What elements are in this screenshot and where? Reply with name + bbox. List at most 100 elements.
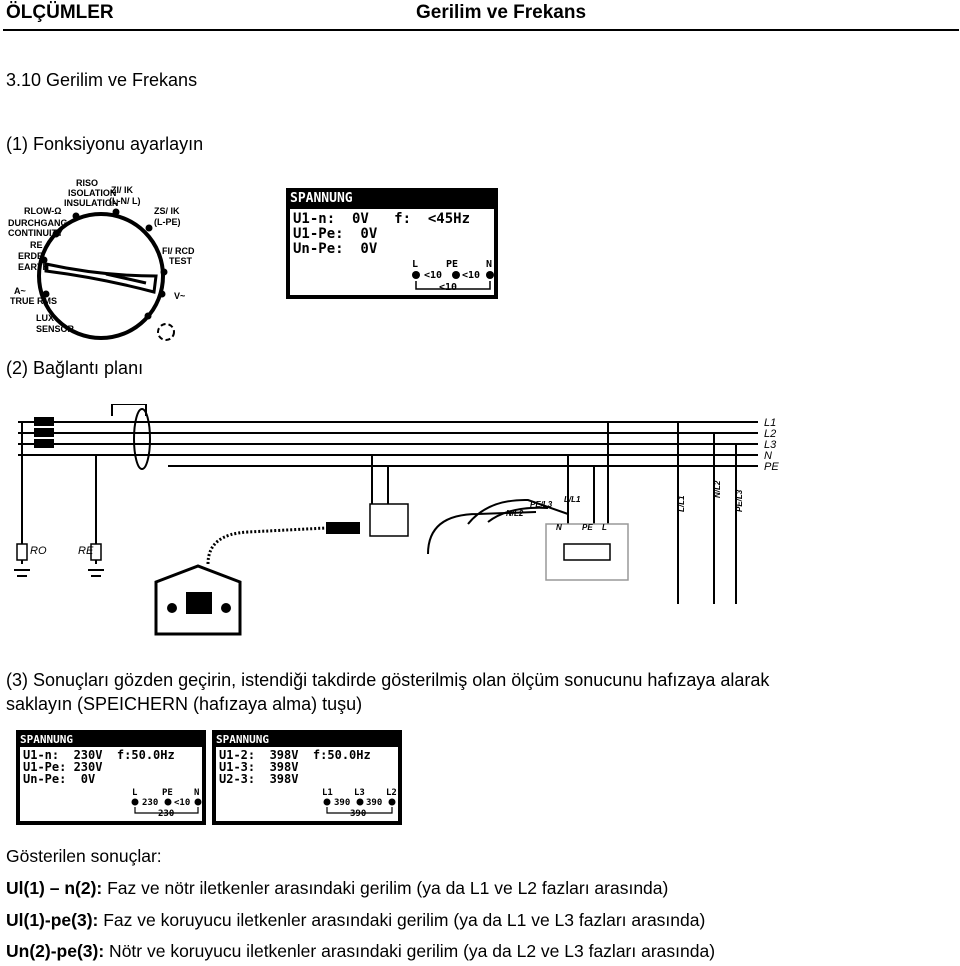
dial-label-rlow: RLOW-Ω <box>24 206 62 216</box>
lcd-row: U1-n: 230V f:50.0Hz <box>23 748 175 762</box>
lcd-terminal-value: 390 <box>366 798 383 808</box>
wiring-diagram: L1 L2 L3 N PE RO RE PE/L3 L/L1 N/L2 N PE… <box>14 404 779 636</box>
dial-label-test: TEST <box>169 256 193 266</box>
dial-label-l-n: (L-N/ L) <box>109 196 141 206</box>
vertical-probe-label: PE/L3 <box>735 489 744 512</box>
lcd-terminal-label: L1 <box>322 788 333 798</box>
step2-text: (2) Bağlantı planı <box>6 358 144 378</box>
fuse <box>34 417 54 426</box>
function-dial-figure: RISO ISOLATION INSULATION ZI/ IK (L-N/ L… <box>8 178 195 341</box>
lcd-screen-initial: SPANNUNG U1-n: 0V f: <45Hz U1-Pe: 0V Un-… <box>286 188 498 299</box>
dial-position-dot <box>144 312 152 320</box>
lcd-terminal-total: 230 <box>158 809 175 819</box>
lcd-row: U1-n: 0V f: <45Hz <box>293 211 471 227</box>
lcd-tab-label: SPANNUNG <box>216 733 269 746</box>
result-description: Nötr ve koruyucu iletkenler arasındaki g… <box>104 941 716 961</box>
result-item: Ul(1) – n(2): Faz ve nötr iletkenler ara… <box>6 878 668 899</box>
lcd-terminal-label: PE <box>446 259 459 270</box>
probe-label: N/L2 <box>506 509 524 518</box>
lcd-terminal-value: 390 <box>334 798 351 808</box>
result-term: Ul(1) – n(2): <box>6 878 103 898</box>
dial-label-isolation: ISOLATION <box>68 188 116 198</box>
lcd-screen-three-phase: SPANNUNG U1-2: 398V f:50.0Hz U1-3: 398V … <box>212 730 402 825</box>
dial-label-v: V~ <box>174 291 185 301</box>
vertical-probe-label: N/L2 <box>713 480 722 498</box>
step3-text-line2: saklayın (SPEICHERN (hafızaya alma) tuşu… <box>6 694 363 714</box>
lcd-terminal-label: N <box>486 259 493 270</box>
results-heading: Gösterilen sonuçlar: <box>6 846 162 866</box>
rotate-icon <box>157 323 175 341</box>
breaker-outline <box>133 408 151 470</box>
dial-position-dot <box>158 290 166 298</box>
dial-label-zs-ik: ZS/ IK <box>154 206 180 216</box>
result-description: Faz ve koruyucu iletkenler arasındaki ge… <box>98 910 706 930</box>
lcd-tab-label: SPANNUNG <box>20 733 73 746</box>
header-section-label: ÖLÇÜMLER <box>6 2 114 23</box>
socket <box>369 503 409 537</box>
lcd-row: U1-Pe: 0V <box>293 226 378 242</box>
lcd-terminal-label: L3 <box>354 788 365 798</box>
lcd-terminal-total: <10 <box>439 282 458 293</box>
lcd-terminal-label: N <box>194 788 200 798</box>
result-term: Ul(1)-pe(3): <box>6 910 99 930</box>
dial-label-continuity: CONTINUITY <box>8 228 63 238</box>
lcd-terminal-value: <10 <box>424 270 443 281</box>
probe-label: N <box>556 523 562 532</box>
dial-pointer <box>44 262 158 294</box>
phase-label: L3 <box>764 439 777 451</box>
dial-label-fi-rcd: FI/ RCD <box>162 246 195 256</box>
lcd-row: U2-3: 398V <box>219 772 299 786</box>
lcd-terminal-dots <box>323 798 396 814</box>
dial-label-earth: EARTH <box>18 262 49 272</box>
lcd-row: U1-3: 398V <box>219 760 299 774</box>
vertical-probe-label: L/L1 <box>677 495 686 512</box>
resistor-re <box>90 543 102 561</box>
dial-label-true-rms: TRUE RMS <box>10 296 57 306</box>
dial-label-a: A~ <box>14 286 26 296</box>
dial-label-riso: RISO <box>76 178 98 188</box>
test-cable <box>206 522 360 565</box>
lcd-tab-label: SPANNUNG <box>290 191 353 206</box>
probe-label: PE <box>582 523 593 532</box>
load-box <box>545 523 629 581</box>
probe-label: L <box>602 523 607 532</box>
lcd-row: Un-Pe: 0V <box>293 241 378 257</box>
dial-label-erde: ERDE <box>18 251 43 261</box>
dial-position-dot <box>72 212 80 220</box>
phase-label: L2 <box>764 428 776 440</box>
dial-position-dot <box>42 290 50 298</box>
result-item: Un(2)-pe(3): Nötr ve koruyucu iletkenler… <box>6 941 715 962</box>
result-item: Ul(1)-pe(3): Faz ve koruyucu iletkenler … <box>6 910 705 931</box>
lcd-terminal-dots <box>412 271 494 290</box>
step1-text: (1) Fonksiyonu ayarlayın <box>6 134 204 154</box>
probe-label: L/L1 <box>564 495 581 504</box>
dial-label-lux: LUX <box>36 313 54 323</box>
dial-position-dot <box>52 230 60 238</box>
resistor-label-ro: RO <box>30 545 47 557</box>
lcd-terminal-label: PE <box>162 788 173 798</box>
dial-position-dot <box>160 268 168 276</box>
phase-label: L1 <box>764 417 776 429</box>
dial-position-dot <box>40 256 48 264</box>
lcd-terminal-value: 230 <box>142 798 159 808</box>
phase-label: PE <box>764 461 779 473</box>
dial-label-l-pe: (L-PE) <box>154 217 181 227</box>
dial-label-re: RE <box>30 240 43 250</box>
resistor-ro <box>16 543 28 561</box>
dial-position-dot <box>112 208 120 216</box>
step3-text-line1: (3) Sonuçları gözden geçirin, istendiği … <box>6 670 770 690</box>
header-topic-label: Gerilim ve Frekans <box>416 2 587 23</box>
probe-leads <box>427 498 569 555</box>
header-rule <box>3 29 959 31</box>
dial-label-zi-ik: ZI/ IK <box>111 185 133 195</box>
phase-label: N <box>764 450 772 462</box>
lcd-terminal-value: <10 <box>462 270 481 281</box>
fuse <box>34 428 54 437</box>
instrument-icon <box>154 564 242 636</box>
lcd-row: U1-2: 398V f:50.0Hz <box>219 748 371 762</box>
result-description: Faz ve nötr iletkenler arasındaki gerili… <box>102 878 669 898</box>
lcd-screen-single-phase: SPANNUNG U1-n: 230V f:50.0Hz U1-Pe: 230V… <box>16 730 206 825</box>
dial-label-durchgang: DURCHGANG <box>8 218 68 228</box>
switch-link <box>111 404 147 416</box>
fuse <box>34 439 54 448</box>
